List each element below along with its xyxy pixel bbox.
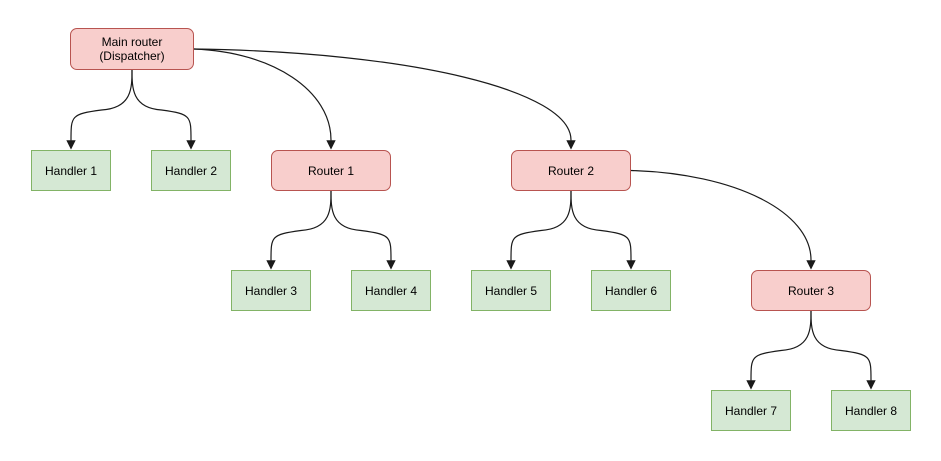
node-label-handler-4: Handler 4 [364, 283, 418, 298]
arrowhead-edge-router-2-to-handler-6 [626, 260, 636, 270]
arrowhead-edge-router-2-to-handler-5 [506, 260, 516, 270]
node-handler-2[interactable]: Handler 2 [151, 150, 231, 191]
edge-edge-router-3-to-handler-8 [810, 310, 872, 381]
arrowhead-edge-router-1-to-handler-3 [266, 260, 276, 270]
node-label-handler-1: Handler 1 [44, 163, 98, 178]
edge-edge-main-to-handler-1 [70, 69, 133, 141]
edge-edge-main-to-router-2 [193, 48, 572, 141]
edge-edge-main-to-handler-2 [131, 69, 192, 141]
arrowhead-edge-main-to-router-1 [326, 140, 336, 150]
node-router-1[interactable]: Router 1 [271, 150, 391, 191]
node-label-main-router: Main router (Dispatcher) [99, 35, 165, 63]
node-handler-7[interactable]: Handler 7 [711, 390, 791, 431]
edge-edge-router-2-to-router-3 [630, 169, 812, 261]
edges-group [66, 48, 876, 390]
arrowhead-edge-main-to-handler-1 [66, 140, 76, 150]
node-handler-8[interactable]: Handler 8 [831, 390, 911, 431]
arrowhead-edge-main-to-handler-2 [186, 140, 196, 150]
edge-edge-router-2-to-handler-5 [510, 190, 572, 261]
node-label-router-1: Router 1 [307, 163, 355, 178]
node-label-handler-2: Handler 2 [164, 163, 218, 178]
arrowhead-edge-router-3-to-handler-7 [746, 380, 756, 390]
node-label-handler-5: Handler 5 [484, 283, 538, 298]
node-label-handler-8: Handler 8 [844, 403, 898, 418]
node-router-2[interactable]: Router 2 [511, 150, 631, 191]
node-handler-1[interactable]: Handler 1 [31, 150, 111, 191]
node-main-router[interactable]: Main router (Dispatcher) [70, 28, 194, 70]
node-handler-4[interactable]: Handler 4 [351, 270, 431, 311]
edge-edge-router-1-to-handler-3 [270, 190, 332, 261]
node-handler-3[interactable]: Handler 3 [231, 270, 311, 311]
arrowhead-edge-router-3-to-handler-8 [866, 380, 876, 390]
node-handler-6[interactable]: Handler 6 [591, 270, 671, 311]
arrowhead-edge-router-2-to-router-3 [806, 260, 816, 270]
node-label-handler-6: Handler 6 [604, 283, 658, 298]
node-label-handler-7: Handler 7 [724, 403, 778, 418]
node-router-3[interactable]: Router 3 [751, 270, 871, 311]
node-label-handler-3: Handler 3 [244, 283, 298, 298]
arrowhead-edge-main-to-router-2 [566, 140, 576, 150]
node-label-router-2: Router 2 [547, 163, 595, 178]
node-handler-5[interactable]: Handler 5 [471, 270, 551, 311]
edge-edge-router-1-to-handler-4 [330, 190, 392, 261]
edge-edge-router-3-to-handler-7 [750, 310, 812, 381]
edge-edge-main-to-router-1 [193, 48, 332, 141]
edge-edge-router-2-to-handler-6 [570, 190, 632, 261]
arrowhead-edge-router-1-to-handler-4 [386, 260, 396, 270]
node-label-router-3: Router 3 [787, 283, 835, 298]
